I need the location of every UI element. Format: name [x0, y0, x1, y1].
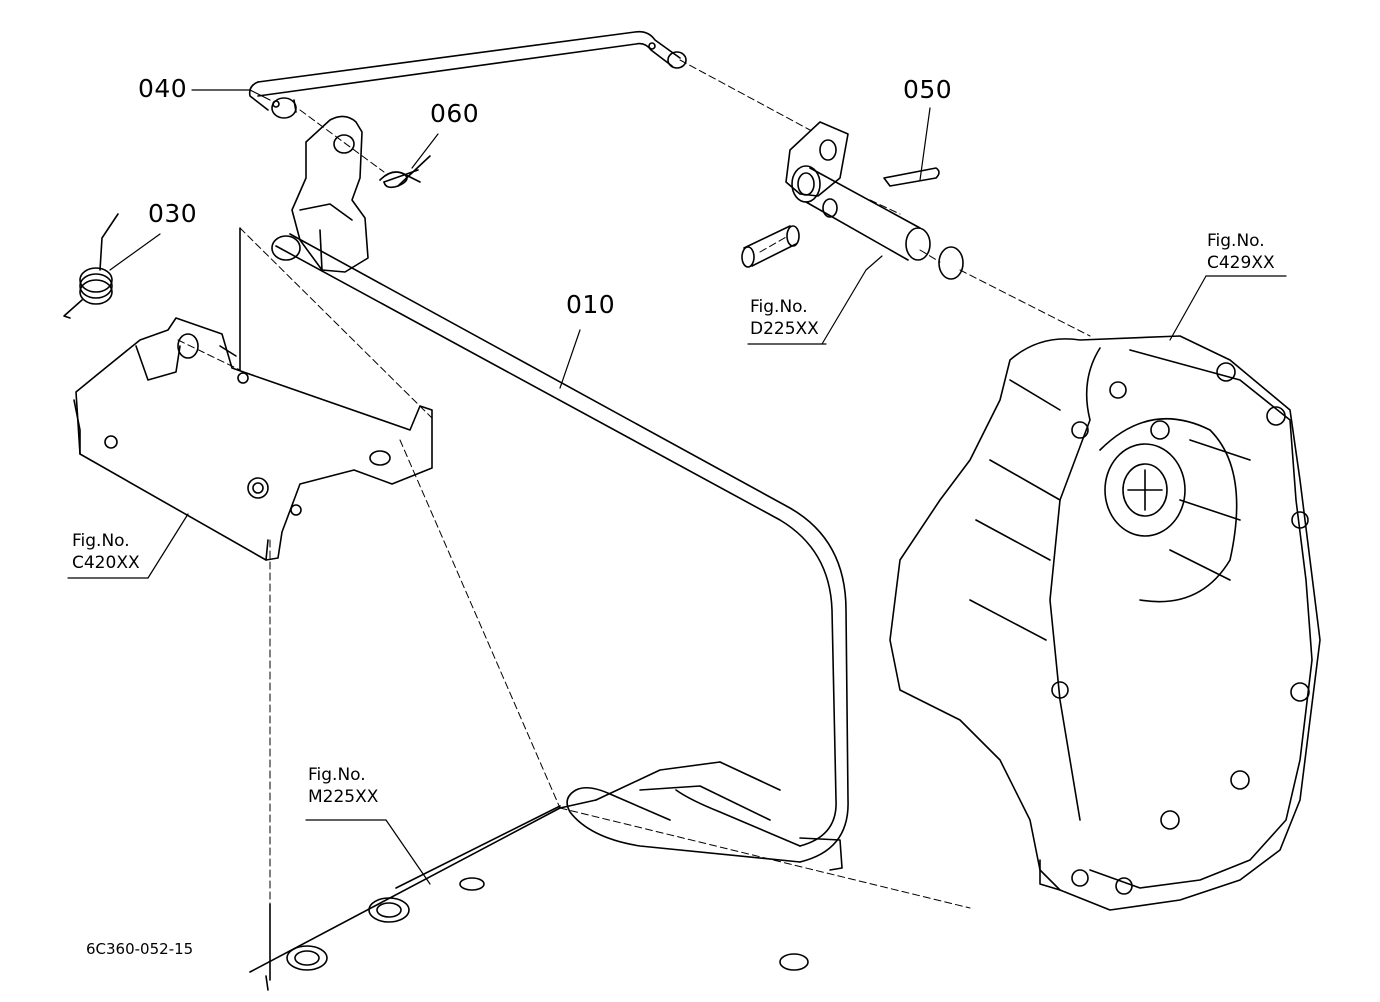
reference-lines [177, 59, 1091, 909]
spring-030 [63, 213, 119, 319]
figure-ref-d225: Fig.No. D225XX [750, 296, 819, 340]
part-label-050: 050 [903, 75, 953, 104]
figure-ref-c420-prefix: Fig.No. [72, 531, 130, 551]
part-label-010: 010 [566, 290, 616, 319]
figure-ref-c420: Fig.No. C420XX [72, 530, 140, 574]
part-label-060: 060 [430, 99, 480, 128]
figure-ref-c420-code: C420XX [72, 553, 140, 573]
pedal-plate [73, 227, 433, 561]
part-label-040: 040 [138, 74, 188, 103]
link-rod-040 [248, 30, 687, 119]
figure-ref-c429: Fig.No. C429XX [1207, 230, 1275, 274]
figure-ref-d225-code: D225XX [750, 319, 819, 339]
pin-assembly [741, 121, 964, 280]
pedal-rod-010 [271, 233, 849, 863]
drawing-code: 6C360-052-15 [86, 940, 194, 958]
part-label-030: 030 [148, 199, 198, 228]
leader-lines [67, 89, 1287, 885]
figure-ref-m225-code: M225XX [308, 787, 379, 807]
figure-ref-m225: Fig.No. M225XX [308, 764, 378, 808]
clip-060 [379, 155, 431, 189]
figure-ref-c429-code: C429XX [1207, 253, 1275, 273]
figure-ref-m225-prefix: Fig.No. [308, 765, 366, 785]
figure-ref-c429-prefix: Fig.No. [1207, 231, 1265, 251]
lever-bracket [291, 115, 369, 273]
figure-ref-d225-prefix: Fig.No. [750, 297, 808, 317]
transmission-housing [889, 335, 1321, 911]
